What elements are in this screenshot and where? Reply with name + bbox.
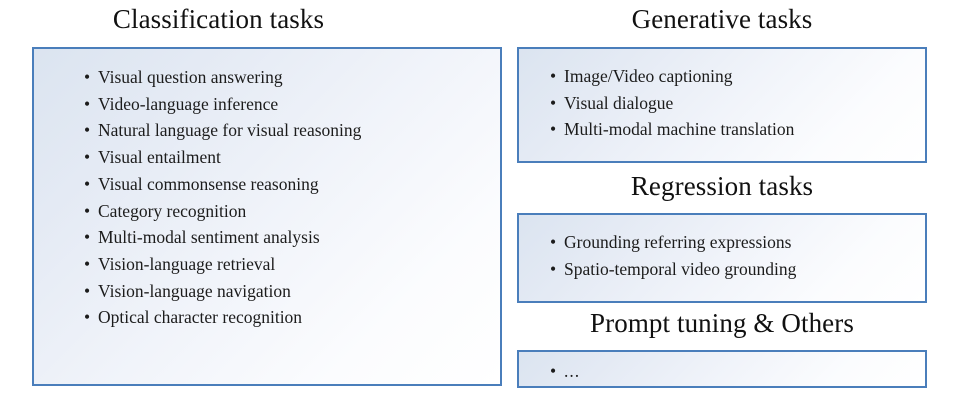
list-item-label: Grounding referring expressions bbox=[564, 232, 792, 252]
list-generative-tasks: • Image/Video captioning • Visual dialogue… bbox=[550, 63, 925, 143]
list-item-label: Vision-language navigation bbox=[98, 280, 291, 301]
bullet-icon: • bbox=[84, 200, 91, 221]
bullet-icon: • bbox=[84, 67, 91, 87]
list-item: • Multi-modal machine translation bbox=[550, 116, 925, 143]
bullet-icon: • bbox=[84, 147, 91, 168]
list-item: • Spatio-temporal video grounding bbox=[550, 256, 925, 283]
bullet-icon: • bbox=[84, 120, 91, 141]
list-item: • Vision-language navigation bbox=[84, 278, 500, 305]
list-item: • Grounding referring expressions bbox=[550, 229, 925, 256]
heading-classification-tasks: Classification tasks bbox=[112, 4, 325, 34]
bullet-icon: • bbox=[84, 93, 91, 114]
list-item-label: Visual question answering bbox=[98, 67, 283, 87]
list-item-label: Multi-modal sentiment analysis bbox=[98, 227, 320, 248]
list-item: • Category recognition bbox=[84, 198, 500, 225]
list-item: • Visual question answering bbox=[84, 64, 500, 91]
list-item-label: Visual dialogue bbox=[564, 92, 674, 113]
list-item: • Multi-modal sentiment analysis bbox=[84, 224, 500, 251]
list-item: • Vision-language retrieval bbox=[84, 251, 500, 278]
list-item-label: ... bbox=[564, 361, 581, 381]
list-item: • Image/Video captioning bbox=[550, 63, 925, 90]
list-regression-tasks: • Grounding referring expressions • Spatio… bbox=[550, 229, 925, 282]
box-prompt-tuning-others: •... bbox=[517, 350, 927, 388]
list-item-label: Image/Video captioning bbox=[564, 66, 733, 86]
list-item-label: Category recognition bbox=[98, 200, 247, 221]
list-classification-tasks: • Visual question answering • Video-langua… bbox=[84, 64, 500, 331]
heading-prompt-tuning-others: Prompt tuning & Others bbox=[590, 308, 854, 338]
list-item: • Visual entailment bbox=[84, 144, 500, 171]
list-item-label: Video-language inference bbox=[98, 93, 279, 114]
list-item: •... bbox=[550, 358, 925, 385]
box-regression-tasks: • Grounding referring expressions • Spatio… bbox=[517, 213, 927, 303]
bullet-icon: • bbox=[84, 227, 91, 248]
list-item-label: Natural language for visual reasoning bbox=[98, 120, 362, 141]
heading-generative-tasks: Generative tasks bbox=[631, 4, 813, 34]
bullet-icon: • bbox=[550, 66, 557, 86]
box-classification-tasks: • Visual question answering • Video-langua… bbox=[32, 47, 502, 386]
heading-regression-tasks: Regression tasks bbox=[630, 171, 814, 201]
list-item: • Visual dialogue bbox=[550, 90, 925, 117]
list-item-label: Vision-language retrieval bbox=[98, 253, 276, 274]
list-item: • Optical character recognition bbox=[84, 304, 500, 331]
bullet-icon: • bbox=[84, 253, 91, 274]
bullet-icon: • bbox=[550, 361, 558, 381]
box-generative-tasks: • Image/Video captioning • Visual dialogue… bbox=[517, 47, 927, 163]
list-item: • Video-language inference bbox=[84, 91, 500, 118]
list-item: • Natural language for visual reasoning bbox=[84, 117, 500, 144]
list-item-label: Optical character recognition bbox=[98, 307, 303, 328]
bullet-icon: • bbox=[550, 119, 557, 140]
bullet-icon: • bbox=[84, 280, 91, 301]
bullet-icon: • bbox=[550, 92, 557, 113]
list-prompt-tuning-others: •... bbox=[550, 358, 925, 385]
bullet-icon: • bbox=[550, 232, 557, 252]
list-item-label: Spatio-temporal video grounding bbox=[564, 258, 797, 279]
list-item-label: Multi-modal machine translation bbox=[564, 119, 795, 140]
bullet-icon: • bbox=[550, 258, 557, 279]
list-item: • Visual commonsense reasoning bbox=[84, 171, 500, 198]
list-item-label: Visual entailment bbox=[98, 147, 221, 168]
list-item-label: Visual commonsense reasoning bbox=[98, 173, 319, 194]
bullet-icon: • bbox=[84, 307, 91, 328]
bullet-icon: • bbox=[84, 173, 91, 194]
